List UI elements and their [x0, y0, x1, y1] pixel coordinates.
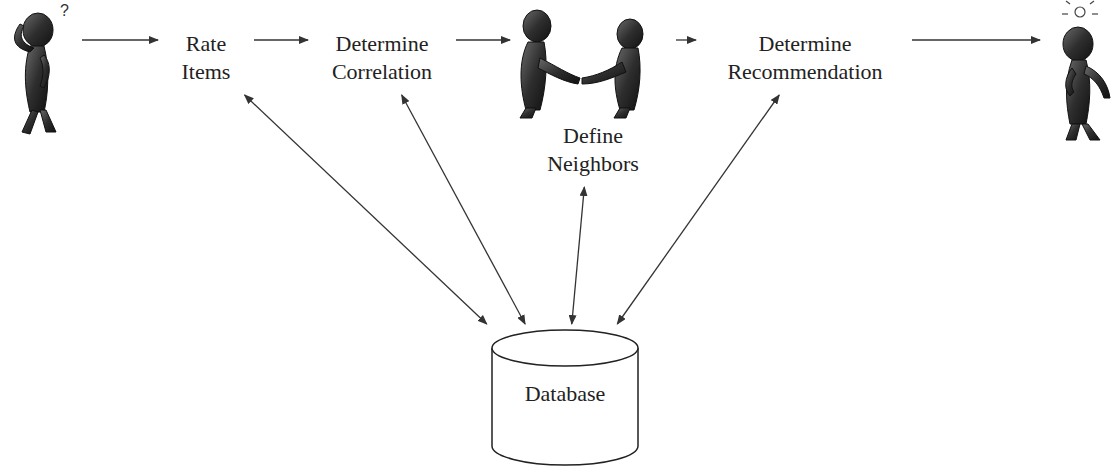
flow-arrow: [912, 39, 1040, 40]
two-way-arrow: [402, 95, 525, 324]
puzzled-person: [15, 13, 56, 134]
step-label: Determine Recommendation: [702, 30, 908, 85]
process-label: Rate Items: [164, 28, 248, 89]
flow-arrow: [82, 39, 158, 40]
process-label: Determine Recommendation: [702, 28, 908, 89]
step-label: Define Neighbors: [516, 122, 670, 177]
flow-arrow: [456, 39, 510, 40]
two-way-arrow: [572, 187, 585, 324]
step-label: Determine Correlation: [314, 30, 450, 85]
question-mark: ?: [60, 2, 69, 19]
flow-arrow: [676, 39, 696, 40]
handshake-figures: [520, 10, 643, 118]
lightbulb: [1062, 1, 1098, 17]
enlightened-person: [1063, 27, 1110, 140]
two-way-arrow: [617, 95, 779, 324]
two-way-arrow: [245, 95, 487, 324]
step-label: Rate Items: [164, 30, 248, 85]
flow-arrow: [254, 39, 308, 40]
neighbors-step: Define Neighbors: [516, 4, 670, 181]
process-label: Determine Correlation: [314, 28, 450, 89]
step-label: Database: [525, 380, 606, 408]
database-cylinder: Database: [490, 328, 640, 468]
